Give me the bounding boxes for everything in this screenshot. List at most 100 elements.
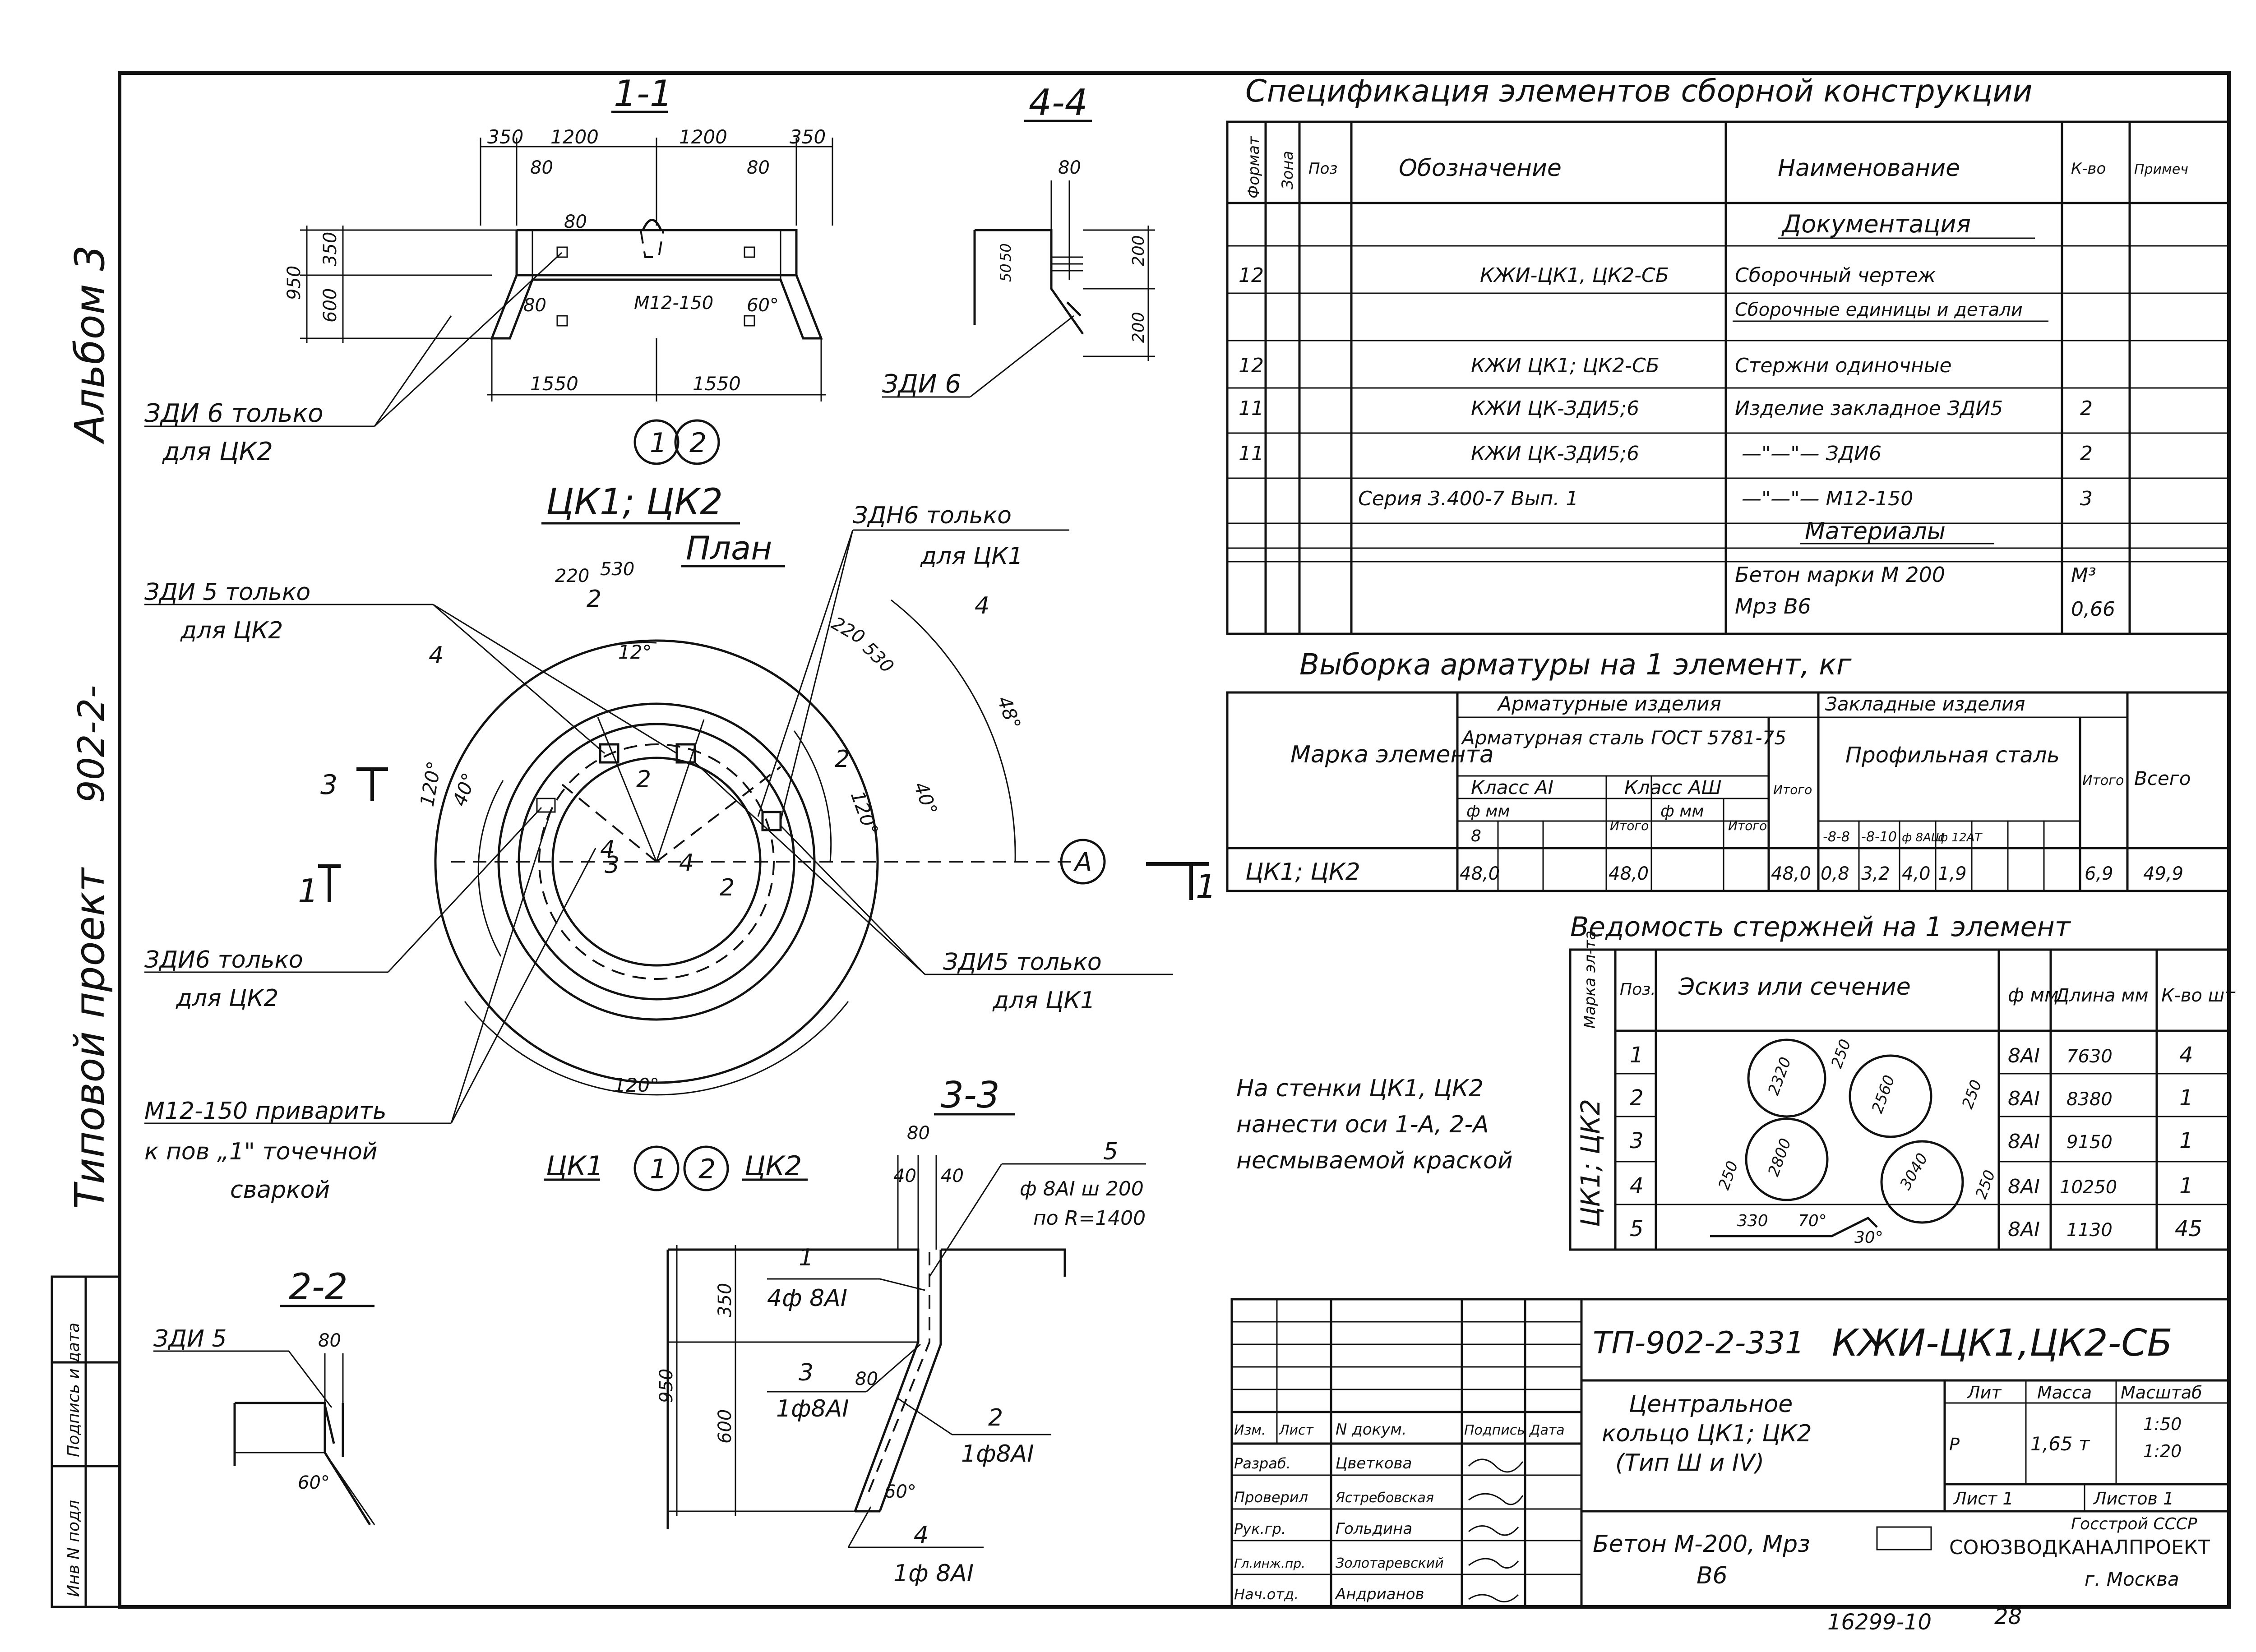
plan-c4d: 4 <box>975 592 989 619</box>
sec33-n1: 1 <box>799 1244 814 1271</box>
plan-m12: М12-150 приварить <box>144 1098 387 1125</box>
spec-r3-fmt: 12 <box>1239 354 1264 377</box>
sec11-note1: ЗДИ 6 только <box>144 399 324 428</box>
spec-r0-name: Документация <box>1781 210 1971 238</box>
plan-a120c: 120° <box>614 1074 659 1096</box>
bars-sk-i: 330 <box>1737 1212 1768 1230</box>
sec11-h950: 950 <box>284 266 305 300</box>
project-code: 902-2- <box>70 685 112 803</box>
sec33-n2: 2 <box>988 1404 1003 1431</box>
stamp-scale: Масштаб <box>2121 1383 2202 1403</box>
plan-a12: 12° <box>618 641 652 663</box>
spec-r4-desig: КЖИ ЦК-ЗДИ5;6 <box>1471 397 1639 420</box>
bars-h-d: ф мм <box>2008 984 2059 1006</box>
bars-sk-c: 2560 <box>1868 1073 1899 1116</box>
plan-zdi5b: для ЦК2 <box>180 617 283 644</box>
stamp-org1: Госстрой СССР <box>2071 1515 2197 1533</box>
plan-c4c: 4 <box>429 642 444 669</box>
plan-axisA: А <box>1073 848 1092 877</box>
spec-r5-name: —"—"— ЗДИ6 <box>1742 442 1882 465</box>
bars-r2-qty: 1 <box>2179 1128 2193 1154</box>
sec11-b1: 1550 <box>530 373 578 395</box>
sec11-note2: для ЦК2 <box>162 437 273 466</box>
stamp-r3-role: Гл.инж.пр. <box>1234 1556 1305 1571</box>
spec-r5-desig: КЖИ ЦК-ЗДИ5;6 <box>1471 442 1639 465</box>
sec44-title: 4-4 <box>1029 82 1088 124</box>
stamp-sheets: Листов 1 <box>2093 1489 2174 1509</box>
bars-r4-d: 8АI <box>2008 1218 2040 1241</box>
sel-r-v8: 48,0 <box>1460 863 1500 884</box>
sec33-40a: 40 <box>893 1166 916 1186</box>
bars-h-sketch: Эскиз или сечение <box>1678 974 1911 1001</box>
sec11-d1: 350 <box>487 126 523 148</box>
stamp-h-sign: Подпись <box>1464 1422 1525 1438</box>
sec22-label: ЗДИ 5 <box>153 1325 227 1352</box>
sel-r-p4: 1,9 <box>1938 863 1967 884</box>
section-1-1: 1-1 350 1200 1200 350 80 80 80 80 М12-15… <box>144 73 833 466</box>
stamp-h-list: Лист <box>1279 1422 1314 1438</box>
stamp-box <box>1876 1526 1932 1550</box>
spec-h-pos: Поз <box>1308 160 1337 178</box>
plan-zdi5rb: для ЦК1 <box>992 987 1095 1014</box>
sel-title: Выборка арматуры на 1 элемент, кг <box>1299 648 1852 682</box>
note-line-2: нанести оси 1-А, 2-А <box>1236 1111 1489 1138</box>
section-2-2: 2-2 ЗДИ 5 80 60° <box>153 1266 375 1526</box>
spec-r1-desig: КЖИ-ЦК1, ЦК2-СБ <box>1480 264 1669 287</box>
spec-h-fmt: Формат <box>1245 136 1263 198</box>
stamp-r1-role: Проверил <box>1234 1489 1308 1506</box>
bars-sk-e: 250 <box>1715 1158 1742 1192</box>
spec-r8-qty: М³ <box>2071 564 2096 587</box>
bars-sk-f: 2800 <box>1765 1136 1795 1179</box>
sel-h-emb: Закладные изделия <box>1825 693 2025 715</box>
sel-r-p1: 0,8 <box>1821 863 1849 884</box>
sel-h-tot4: Итого <box>2082 773 2124 789</box>
sel-h-dmm2: ф мм <box>1660 802 1704 821</box>
bars-r3-pos: 4 <box>1630 1173 1644 1199</box>
sel-h-tot3: Итого <box>1773 782 1812 797</box>
sec11-d3: 1200 <box>679 126 727 148</box>
bars-mark: ЦК1; ЦК2 <box>1575 1099 1606 1227</box>
stamp-r4-role: Нач.отд. <box>1234 1586 1299 1603</box>
stamp-h-izm: Изм. <box>1234 1422 1266 1438</box>
sel-h-steel: Арматурная сталь ГОСТ 5781-75 <box>1461 727 1786 749</box>
sec22-title: 2-2 <box>289 1266 348 1308</box>
spec-r3-desig: КЖИ ЦК1; ЦК2-СБ <box>1471 354 1660 377</box>
plan-220b: 220 <box>828 613 868 648</box>
plan-530a: 530 <box>600 559 634 580</box>
bars-r1-pos: 2 <box>1630 1085 1644 1111</box>
spec-r5-qty: 2 <box>2080 442 2093 465</box>
sec11-b2: 1550 <box>693 373 741 395</box>
stamp-mat1: Бетон М-200, Мрз <box>1593 1531 1810 1558</box>
spec-r9-qty: 0,66 <box>2071 598 2115 621</box>
bars-sk-a: 2320 <box>1765 1055 1795 1098</box>
sec44-label: ЗДИ 6 <box>882 369 961 399</box>
spec-h-desig: Обозначение <box>1399 155 1562 182</box>
sec11-bolt: М12-150 <box>634 293 713 314</box>
plan-zdi5: ЗДИ 5 только <box>144 579 310 606</box>
plan-c2b: 2 <box>636 766 651 793</box>
sec11-80d: 80 <box>523 295 546 316</box>
bars-r3-len: 10250 <box>2060 1177 2117 1198</box>
bars-sk-k: 30° <box>1854 1228 1883 1247</box>
sec44-200a: 200 <box>1129 235 1148 266</box>
plan-zdn6b: для ЦК1 <box>920 543 1023 570</box>
stamp-h-doc: N докум. <box>1336 1421 1407 1439</box>
sec33-h950: 950 <box>656 1369 677 1403</box>
plan-m12c: сваркой <box>230 1177 330 1204</box>
plan-c4a: 4 <box>600 836 615 863</box>
plan-ck1: ЦК1 <box>546 1150 603 1182</box>
sec33-h350: 350 <box>715 1283 735 1317</box>
note-line-3: несмываемой краской <box>1236 1147 1513 1174</box>
stamp-scale-v2: 1:20 <box>2143 1441 2182 1461</box>
stamp-r4-name: Андрианов <box>1335 1585 1424 1603</box>
spec-title: Спецификация элементов сборной конструкц… <box>1245 74 2033 109</box>
album-label: Альбом 3 <box>66 245 114 444</box>
spec-h-qty: К-во <box>2071 160 2106 178</box>
plan-zdi6b: для ЦК2 <box>176 985 278 1012</box>
project-type: Типовой проект <box>66 867 114 1209</box>
plan-530b: 530 <box>859 638 898 678</box>
spec-h-note: Примеч <box>2134 162 2188 177</box>
spec-table: Спецификация элементов сборной конструкц… <box>1226 74 2230 635</box>
plan-ck2: ЦК2 <box>744 1150 802 1182</box>
bars-r4-len: 1130 <box>2066 1220 2113 1241</box>
